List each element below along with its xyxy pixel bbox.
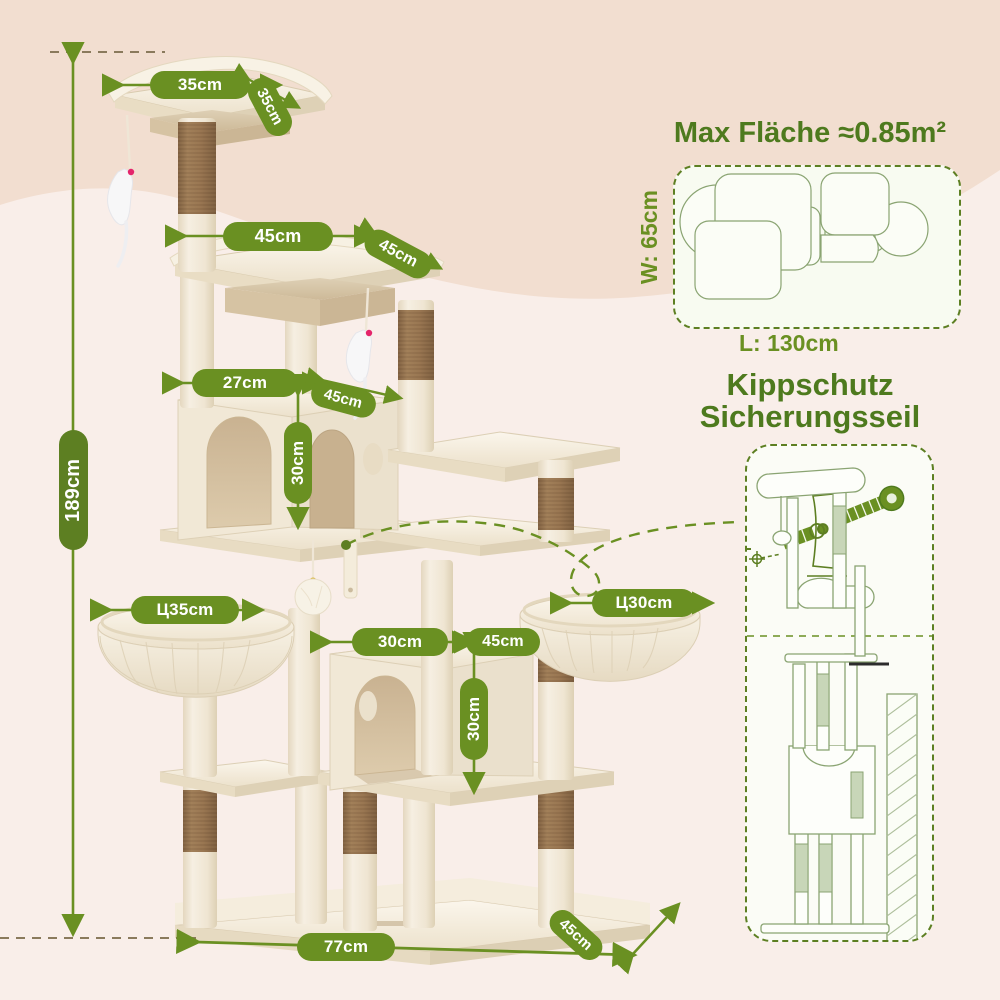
max-area-shape-diagram	[679, 172, 929, 300]
badge-lower-condo-width: 30cm	[352, 628, 448, 656]
badge-lower-condo-depth: 45cm	[466, 628, 540, 656]
anti-tip-illustration-box	[745, 444, 934, 942]
badge-lower-basket-diameter: Ц30cm	[592, 589, 696, 617]
badge-base-width: 77cm	[297, 933, 395, 961]
badge-upper-condo-width: 27cm	[192, 369, 298, 397]
badge-top-width: 35cm	[150, 71, 250, 99]
max-area-title: Max Fläche ≈0.85m²	[673, 117, 947, 149]
anti-tip-title-line2: Sicherungsseil	[699, 399, 921, 434]
badge-upper-condo-height: 30cm	[284, 422, 312, 504]
badge-lower-condo-height: 30cm	[460, 678, 488, 760]
anti-tip-title-line1: Kippschutz	[726, 367, 894, 402]
badge-upper-basket-diameter: Ц35cm	[131, 596, 239, 624]
max-area-length-label: L: 130cm	[739, 330, 839, 356]
max-area-width-label: W: 65cm	[636, 190, 662, 285]
badge-second-width: 45cm	[223, 222, 333, 251]
badge-total-height: 189cm	[59, 430, 88, 550]
anti-tip-drawing	[747, 467, 932, 940]
